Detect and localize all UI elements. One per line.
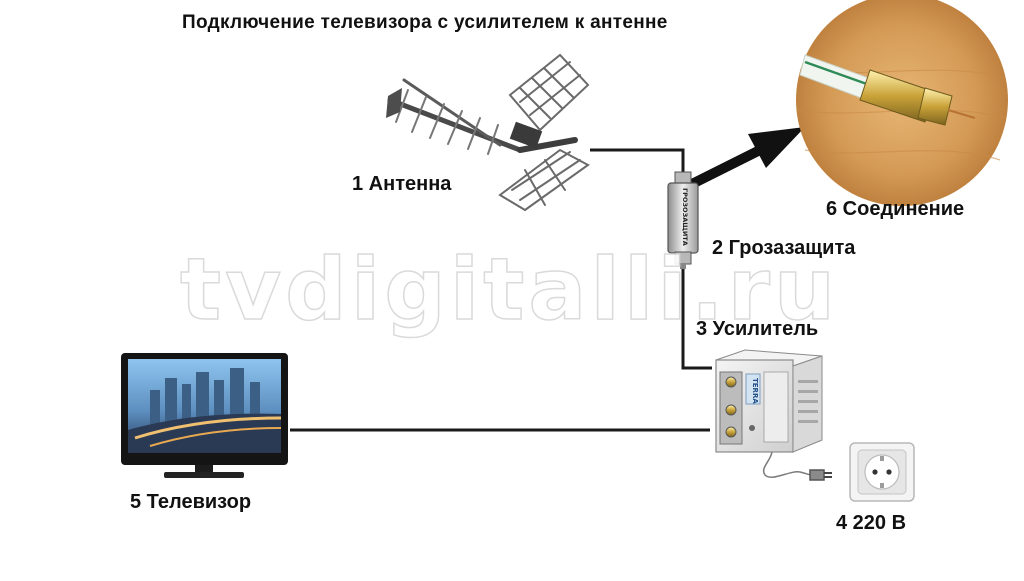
label-amplifier: 3 Усилитель [696, 318, 819, 340]
label-power: 4 220 В [836, 512, 907, 534]
amplifier-brand-mark: TERRA [751, 378, 759, 404]
cable-antenna-to-protection [590, 148, 685, 180]
watermark-text: tvdigitalli.ru [179, 239, 840, 341]
label-connection: 6 Соединение [826, 198, 965, 220]
label-tv: 5 Телевизор [130, 491, 252, 513]
tv-graphic [121, 353, 288, 478]
diagram-title: Подключение телевизора с усилителем к ан… [182, 12, 668, 33]
arrow-to-connection [683, 127, 805, 191]
lightning-protection-device: ГРОЗОЗАЩИТА [667, 171, 699, 269]
amplifier-device: TERRA [715, 349, 823, 453]
power-cord [762, 451, 832, 481]
connection-photo [796, 0, 1008, 206]
antenna-graphic [386, 53, 590, 212]
label-antenna: 1 Антенна [352, 173, 452, 195]
wall-socket [849, 442, 915, 502]
cables [290, 148, 712, 432]
lightning-device-mark: ГРОЗОЗАЩИТА [681, 188, 689, 246]
cable-protection-to-amplifier [681, 260, 712, 370]
label-lightning-protection: 2 Грозазащита [712, 237, 856, 259]
